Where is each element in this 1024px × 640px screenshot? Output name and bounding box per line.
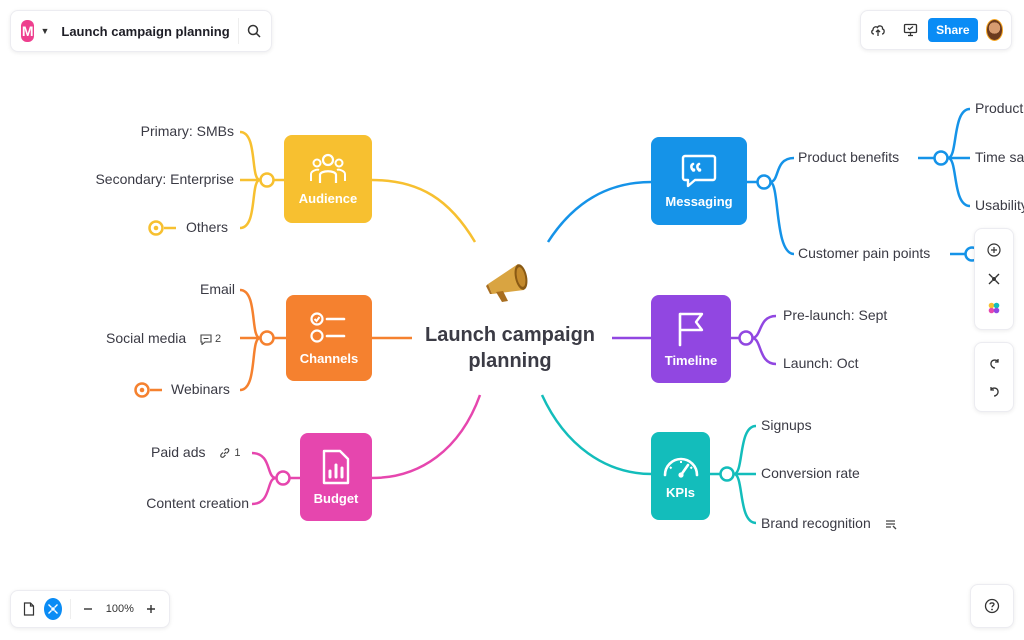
report-chart-icon: [322, 449, 350, 484]
subtopic-social-media[interactable]: Social media 2: [106, 330, 221, 346]
comment-count: 2: [215, 333, 222, 346]
subtopic-paid-ads[interactable]: Paid ads 1: [151, 444, 241, 460]
outline-view-button[interactable]: [19, 597, 38, 621]
topic-channels[interactable]: Channels: [286, 295, 372, 381]
app-logo[interactable]: M: [21, 20, 35, 42]
help-icon: [984, 598, 1000, 614]
view-controls: 100%: [10, 590, 170, 628]
theme-button[interactable]: [982, 296, 1006, 320]
undo-button[interactable]: [982, 379, 1006, 403]
presentation-icon: [904, 23, 918, 37]
document-header: M ▼ Launch campaign planning: [10, 10, 272, 52]
topic-label: Channels: [299, 350, 359, 366]
right-toolbar: [974, 228, 1014, 330]
chevron-down-icon[interactable]: ▼: [40, 26, 50, 36]
undo-icon: [989, 386, 999, 397]
topic-kpis[interactable]: KPIs: [651, 432, 710, 520]
central-topic[interactable]: Launch campaign planning: [424, 324, 596, 372]
subtopic-others[interactable]: Others: [186, 219, 229, 235]
topic-audience[interactable]: Audience: [284, 135, 372, 223]
document-title[interactable]: Launch campaign planning: [61, 23, 230, 39]
flag-icon: [678, 312, 704, 346]
help-button[interactable]: [970, 584, 1014, 628]
plus-icon: [147, 605, 156, 613]
subtopic-content-creation[interactable]: Content creation: [146, 495, 249, 511]
subtopic-label: Social media: [106, 330, 187, 346]
subtopic-customer-pain-points[interactable]: Customer pain points: [798, 245, 931, 261]
topic-label: Messaging: [665, 193, 733, 209]
zoom-out-button[interactable]: [79, 597, 98, 621]
users-icon: [310, 153, 346, 183]
search-button[interactable]: [246, 19, 261, 43]
quote-bubble-icon: [681, 154, 717, 187]
export-button[interactable]: [869, 18, 888, 42]
link-badge[interactable]: 1: [219, 447, 241, 460]
mindmap-view-button[interactable]: [44, 598, 62, 620]
redo-icon: [989, 358, 999, 369]
history-toolbar: [974, 342, 1014, 412]
document-icon: [23, 602, 34, 616]
subtopic-secondary-enterprise[interactable]: Secondary: Enterprise: [95, 171, 234, 187]
zoom-level[interactable]: 100%: [105, 603, 134, 615]
divider: [237, 18, 239, 44]
divider: [69, 599, 71, 619]
zoom-in-button[interactable]: [142, 597, 161, 621]
subtopic-time-saving[interactable]: Time sa: [975, 149, 1024, 165]
gauge-icon: [663, 457, 698, 478]
comment-icon: [200, 334, 212, 345]
link-count: 1: [234, 447, 241, 460]
subtopic-conversion-rate[interactable]: Conversion rate: [761, 465, 860, 481]
topic-label: KPIs: [666, 484, 695, 500]
user-avatar[interactable]: [985, 19, 1003, 41]
present-button[interactable]: [902, 18, 921, 42]
topic-label: Budget: [313, 490, 359, 506]
topic-timeline[interactable]: Timeline: [651, 295, 731, 383]
checklist-icon: [310, 311, 346, 343]
share-button[interactable]: Share: [928, 18, 978, 42]
topic-label: Audience: [298, 190, 358, 206]
comment-badge[interactable]: 2: [200, 333, 221, 345]
topic-messaging[interactable]: Messaging: [651, 137, 747, 225]
subtopic-email[interactable]: Email: [199, 281, 235, 297]
note-icon: [885, 520, 897, 530]
mindmap-structure-icon: [988, 273, 1000, 285]
subtopic-signups[interactable]: Signups: [761, 417, 812, 433]
topic-label: Timeline: [664, 352, 718, 368]
cloud-upload-icon: [871, 25, 886, 36]
color-palette-icon: [988, 303, 1000, 314]
topic-budget[interactable]: Budget: [300, 433, 372, 521]
subtopic-pre-launch[interactable]: Pre-launch: Sept: [783, 307, 888, 323]
search-icon: [247, 24, 261, 38]
subtopic-usability[interactable]: Usability: [975, 197, 1024, 213]
structure-button[interactable]: [982, 267, 1006, 291]
subtopic-productivity[interactable]: Productivity: [975, 100, 1024, 116]
subtopic-launch[interactable]: Launch: Oct: [783, 355, 859, 371]
subtopic-primary-smbs[interactable]: Primary: SMBs: [140, 123, 234, 139]
megaphone-icon: [482, 256, 538, 309]
add-topic-button[interactable]: [982, 238, 1006, 262]
subtopic-label: Brand recognition: [761, 515, 871, 531]
subtopic-webinars[interactable]: Webinars: [171, 381, 230, 397]
plus-circle-icon: [987, 243, 1001, 257]
top-right-toolbar: Share: [860, 10, 1012, 50]
note-badge[interactable]: [885, 519, 900, 530]
subtopic-product-benefits[interactable]: Product benefits: [798, 149, 900, 165]
subtopic-brand-recognition[interactable]: Brand recognition: [761, 515, 900, 531]
mindmap-icon: [48, 604, 58, 614]
subtopic-label: Paid ads: [151, 444, 206, 460]
minus-icon: [84, 608, 93, 610]
link-icon: [220, 448, 230, 459]
redo-button[interactable]: [982, 351, 1006, 375]
